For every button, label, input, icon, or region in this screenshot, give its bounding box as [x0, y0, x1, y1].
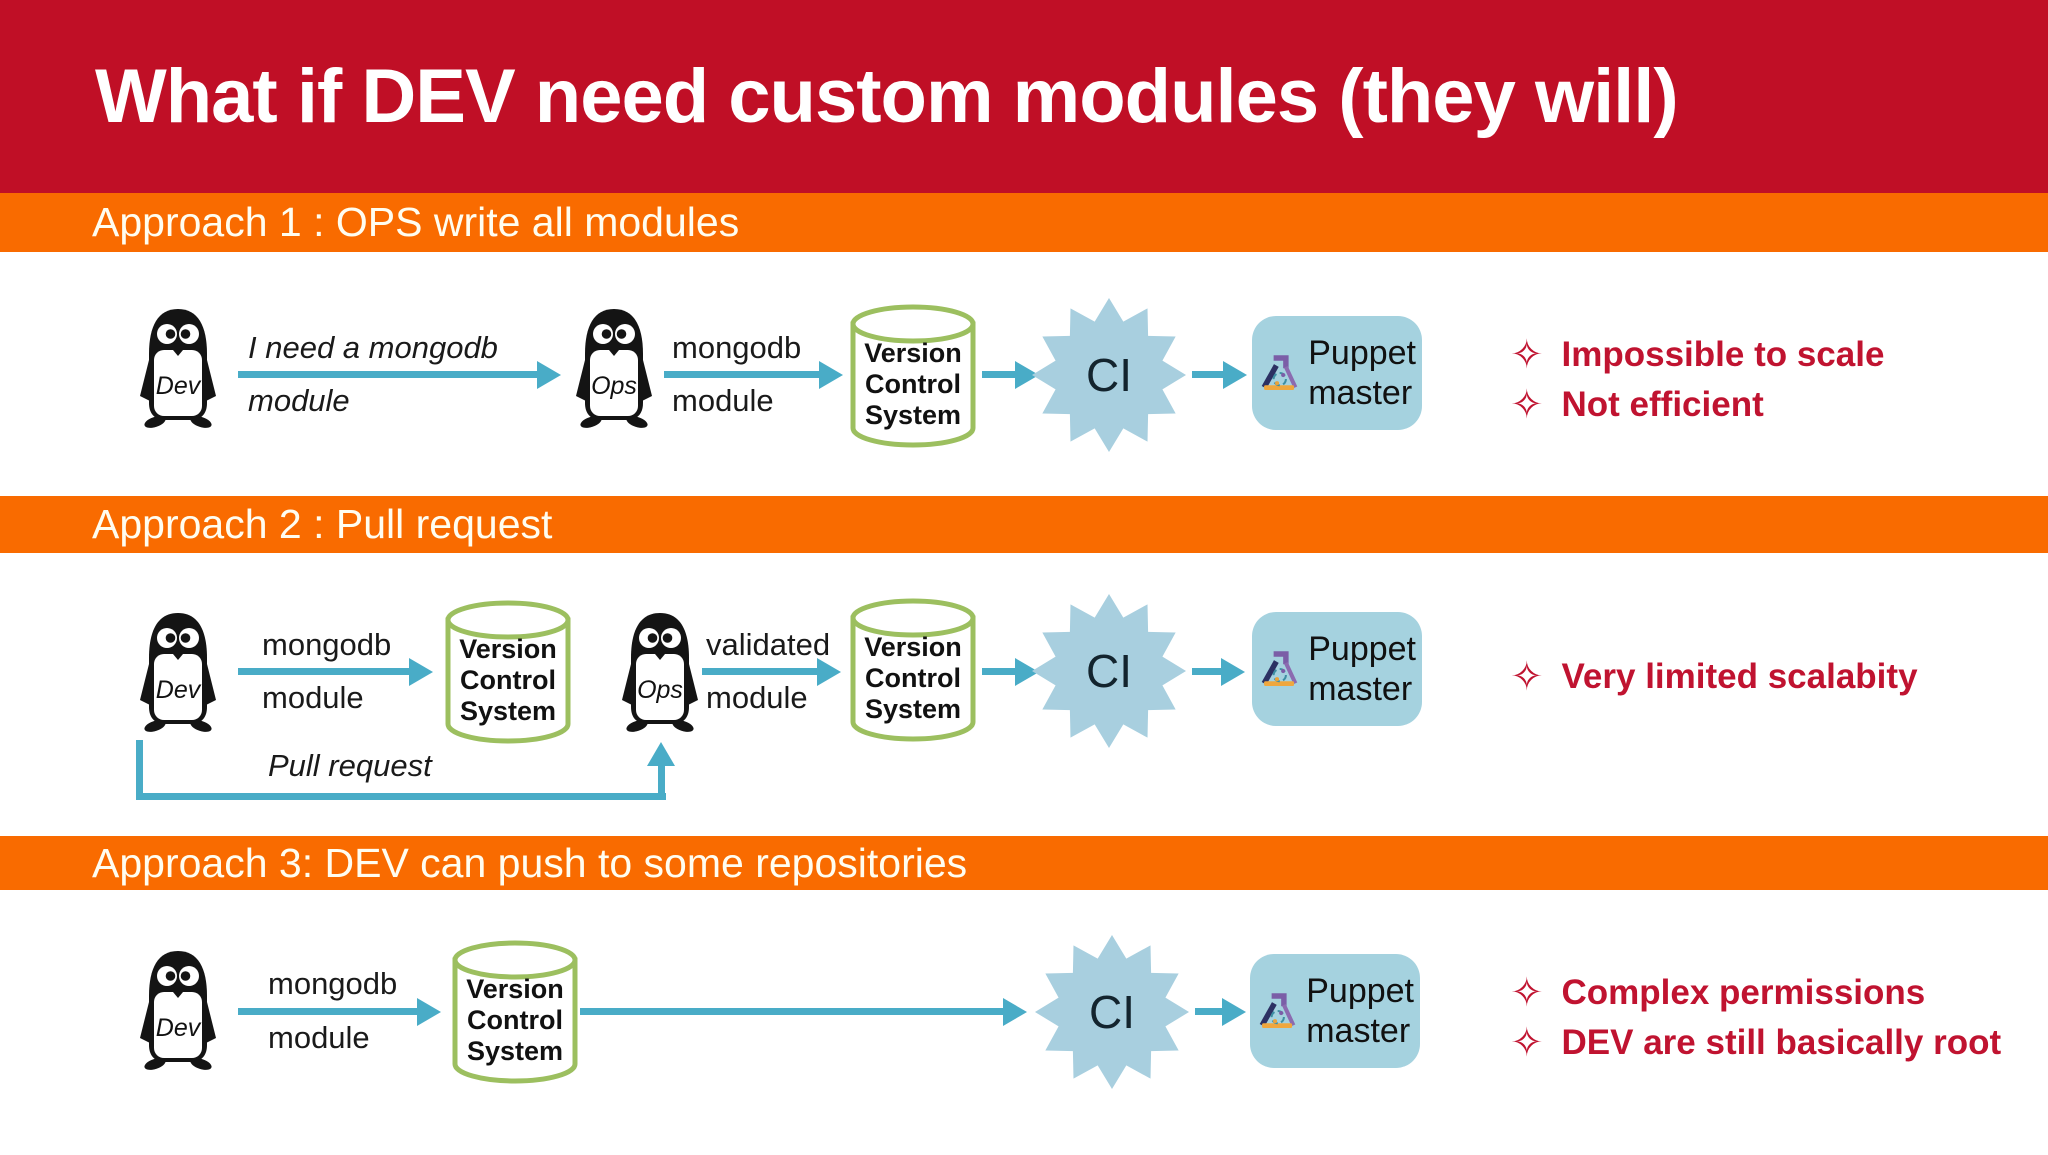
- module-text-line2: module: [262, 680, 364, 715]
- arrow-ops-to-vcs: [664, 360, 843, 389]
- vcs-label: Version Control System: [864, 338, 962, 430]
- database-cylinder-icon: [452, 940, 578, 1084]
- penguin-graphic: [576, 309, 652, 428]
- ci-label: CI: [1086, 645, 1132, 697]
- penguin-graphic: [140, 951, 216, 1070]
- pull-request-text: Pull request: [268, 748, 432, 783]
- puppet-master-node: Puppet master: [1250, 954, 1420, 1068]
- flask-logo-icon: [1261, 651, 1298, 687]
- note-row: ✧ Very limited scalabity: [1510, 652, 1918, 702]
- arrow-ci-to-puppet: [1192, 657, 1245, 686]
- arrow-vcs-to-ci: [580, 997, 1027, 1026]
- ops-penguin-icon: Ops: [574, 306, 654, 428]
- database-cylinder-icon: [445, 600, 571, 744]
- ci-node: CI: [1030, 296, 1188, 454]
- vcs-label: Version Control System: [864, 632, 962, 724]
- module-text-line1: mongodb: [262, 627, 392, 662]
- module-text-line1: mongodb: [672, 330, 802, 365]
- note-text: Impossible to scale: [1561, 335, 1885, 374]
- dev-penguin-icon: Dev: [138, 610, 218, 732]
- ci-label: CI: [1089, 986, 1135, 1038]
- note-row: ✧ Complex permissions: [1510, 968, 2001, 1018]
- approach3-banner: Approach 3: DEV can push to some reposit…: [0, 836, 2048, 890]
- title-bar: What if DEV need custom modules (they wi…: [0, 0, 2048, 193]
- pull-request-line-down: [136, 740, 143, 800]
- pull-request-line-across: [136, 793, 666, 800]
- validated-text-line1: validated: [706, 627, 831, 662]
- database-cylinder-icon: [850, 598, 976, 742]
- approach1-banner: Approach 1 : OPS write all modules: [0, 193, 2048, 252]
- module-text-line2: module: [268, 1020, 370, 1055]
- arrow-dev-to-vcs: [238, 657, 433, 686]
- version-control-system: Version Control System: [443, 598, 573, 748]
- arrow-ci-to-puppet: [1192, 360, 1247, 389]
- starburst-icon: [1031, 297, 1187, 453]
- note-row: ✧ Impossible to scale: [1510, 330, 1884, 380]
- approach1-banner-label: Approach 1 : OPS write all modules: [92, 199, 740, 245]
- module-text-line2: module: [672, 383, 774, 418]
- arrow-dev-to-vcs: [238, 997, 441, 1026]
- ci-node: CI: [1030, 592, 1188, 750]
- pull-request-line-up: [658, 766, 665, 800]
- dev-penguin-icon: Dev: [138, 306, 218, 428]
- penguin-graphic: [140, 613, 216, 732]
- vcs-label: Version Control System: [466, 974, 564, 1066]
- version-control-system: Version Control System: [848, 302, 978, 452]
- dev-penguin-icon: Dev: [138, 948, 218, 1070]
- validated-text-line2: module: [706, 680, 808, 715]
- approach3-notes: ✧ Complex permissions ✧ DEV are still ba…: [1510, 968, 2001, 1068]
- note-text: Very limited scalabity: [1561, 657, 1918, 696]
- star-bullet-icon: ✧: [1510, 333, 1544, 377]
- flask-logo-icon: [1261, 355, 1298, 391]
- request-text-line1: I need a mongodb: [248, 330, 498, 365]
- star-bullet-icon: ✧: [1510, 655, 1544, 699]
- request-text-line2: module: [248, 383, 350, 418]
- note-row: ✧ DEV are still basically root: [1510, 1018, 2001, 1068]
- arrow-vcs-to-ci: [982, 657, 1039, 686]
- approach1-notes: ✧ Impossible to scale ✧ Not efficient: [1510, 330, 1884, 430]
- dev-label: Dev: [155, 372, 201, 400]
- flask-logo-icon: [1259, 993, 1296, 1029]
- approach2-banner: Approach 2 : Pull request: [0, 496, 2048, 553]
- approach3-banner-label: Approach 3: DEV can push to some reposit…: [92, 839, 968, 886]
- dev-label: Dev: [155, 1014, 201, 1042]
- approach2-banner-label: Approach 2 : Pull request: [92, 501, 553, 547]
- penguin-graphic: [622, 613, 698, 732]
- puppet-master-label: Puppet master: [1306, 972, 1414, 1050]
- puppet-master-node: Puppet master: [1252, 316, 1422, 430]
- ci-label: CI: [1086, 349, 1132, 401]
- arrow-ci-to-puppet: [1195, 997, 1246, 1026]
- vcs-label: Version Control System: [459, 634, 557, 726]
- penguin-graphic: [140, 309, 216, 428]
- starburst-icon: [1034, 934, 1190, 1090]
- ops-penguin-icon: Ops: [620, 610, 700, 732]
- note-text: Not efficient: [1561, 385, 1764, 424]
- ci-node: CI: [1033, 933, 1191, 1091]
- arrow-ops-to-vcs: [702, 657, 841, 686]
- database-cylinder-icon: [850, 304, 976, 448]
- version-control-system: Version Control System: [848, 596, 978, 746]
- puppet-master-label: Puppet master: [1308, 334, 1416, 412]
- star-bullet-icon: ✧: [1510, 971, 1544, 1015]
- page-title: What if DEV need custom modules (they wi…: [95, 54, 1679, 139]
- note-text: DEV are still basically root: [1561, 1023, 2002, 1062]
- star-bullet-icon: ✧: [1510, 383, 1544, 427]
- approach2-notes: ✧ Very limited scalabity: [1510, 652, 1918, 702]
- pull-request-arrowhead: [647, 742, 675, 766]
- arrow-dev-to-ops: [238, 360, 561, 389]
- dev-label: Dev: [155, 676, 201, 704]
- module-text-line1: mongodb: [268, 966, 398, 1001]
- ops-label: Ops: [591, 372, 637, 400]
- puppet-master-label: Puppet master: [1308, 630, 1416, 708]
- note-row: ✧ Not efficient: [1510, 380, 1884, 430]
- starburst-icon: [1031, 593, 1187, 749]
- star-bullet-icon: ✧: [1510, 1021, 1544, 1065]
- ops-label: Ops: [637, 676, 683, 704]
- note-text: Complex permissions: [1561, 973, 1926, 1012]
- puppet-master-node: Puppet master: [1252, 612, 1422, 726]
- version-control-system: Version Control System: [450, 938, 580, 1088]
- arrow-vcs-to-ci: [982, 360, 1039, 389]
